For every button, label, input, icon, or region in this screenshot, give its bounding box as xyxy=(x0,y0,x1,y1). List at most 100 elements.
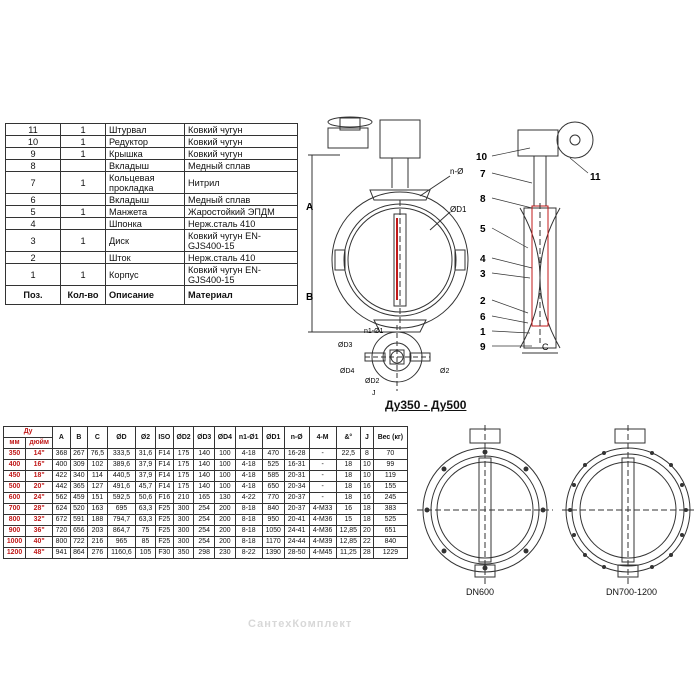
dims-cell: 333,5 xyxy=(106,448,137,460)
parts-cell-material: Ковкий чугун xyxy=(184,147,298,160)
dims-cell: 656 xyxy=(69,525,89,537)
dims-cell: 4-18 xyxy=(234,470,263,482)
dims-cell: 276 xyxy=(87,547,108,559)
handwheel-shape xyxy=(327,116,373,128)
dims-cell: 720 xyxy=(52,525,71,537)
dn600-label: DN600 xyxy=(466,587,495,597)
dims-cell: 8-18 xyxy=(234,503,263,515)
callout-5: 5 xyxy=(480,224,486,235)
dims-cell: 70 xyxy=(372,448,409,460)
dims-cell: 562 xyxy=(52,492,71,504)
dims-cell: 37,9 xyxy=(135,459,156,471)
dims-cell: 36" xyxy=(25,525,54,537)
dims-cell: 624 xyxy=(52,503,71,515)
dims-cell: 18 xyxy=(335,470,361,482)
dims-cell: 459 xyxy=(69,492,89,504)
dims-cell: 175 xyxy=(172,459,195,471)
dims-header-cell: C xyxy=(87,426,108,449)
callout-8: 8 xyxy=(480,194,486,205)
dims-cell: 75 xyxy=(135,525,156,537)
dims-cell: 24-44 xyxy=(283,536,310,548)
dims-cell: 900 xyxy=(2,525,27,537)
dims-cell: 309 xyxy=(69,459,89,471)
watermark-text: СантехКомплект xyxy=(248,618,353,630)
dims-cell: 20-41 xyxy=(283,514,310,526)
dims-cell: 20-31 xyxy=(283,470,310,482)
dims-cell: 24" xyxy=(25,492,54,504)
dims-cell: 491,6 xyxy=(106,481,137,493)
phi-d3-label: ØD3 xyxy=(338,342,353,349)
dims-cell: 20-37 xyxy=(283,503,310,515)
parts-cell-material: Нитрил xyxy=(184,171,298,194)
parts-cell-material: Ковкий чугун EN-GJS400-15 xyxy=(184,229,298,252)
dims-cell: 245 xyxy=(372,492,409,504)
bottom-flange-view: ØD3 ØD4 ØD2 n1-Ø1 Ø2 J xyxy=(338,325,449,397)
dims-cell: 16" xyxy=(25,459,54,471)
dims-cell: 18" xyxy=(25,470,54,482)
dims-cell: 63,3 xyxy=(135,503,156,515)
dims-cell: 175 xyxy=(172,470,195,482)
dims-cell: 12,85 xyxy=(335,525,361,537)
dims-cell: 695 xyxy=(106,503,137,515)
dims-cell: - xyxy=(308,492,337,504)
dims-cell: 45,7 xyxy=(135,481,156,493)
callout-4: 4 xyxy=(480,254,486,265)
parts-cell-qty xyxy=(60,159,106,172)
dims-cell: 200 xyxy=(214,525,236,537)
parts-cell-pos: 6 xyxy=(5,193,61,206)
dims-cell: 28-50 xyxy=(283,547,310,559)
dims-cell: 1390 xyxy=(261,547,285,559)
section-view-drawing: 10 7 8 5 4 3 2 6 1 9 11 C xyxy=(476,121,601,354)
dims-cell: 585 xyxy=(261,470,285,482)
dims-cell: F14 xyxy=(154,470,174,482)
dims-cell: F25 xyxy=(154,514,174,526)
dims-cell: 140 xyxy=(193,470,215,482)
dims-cell: 20-37 xyxy=(283,492,310,504)
dims-cell: F25 xyxy=(154,536,174,548)
parts-header-qty: Кол-во xyxy=(60,285,106,305)
drawing-caption: Ду350 - Ду500 xyxy=(385,398,467,412)
dims-cell: F25 xyxy=(154,503,174,515)
dims-cell: F14 xyxy=(154,448,174,460)
dims-cell: 350 xyxy=(172,547,195,559)
dims-cell: 12,85 xyxy=(335,536,361,548)
parts-cell-desc: Диск xyxy=(105,229,185,252)
dims-subheader-cell: дюйм xyxy=(25,437,54,449)
dims-cell: 140 xyxy=(193,448,215,460)
dim-c-label: C xyxy=(542,342,549,352)
dims-cell: 450 xyxy=(2,470,27,482)
dim-b-label: B xyxy=(306,292,313,303)
parts-cell-pos: 3 xyxy=(5,229,61,252)
dims-cell: 165 xyxy=(193,492,215,504)
dims-cell: 4-22 xyxy=(234,492,263,504)
dims-cell: 794,7 xyxy=(106,514,137,526)
dims-cell: 941 xyxy=(52,547,71,559)
dims-cell: 20" xyxy=(25,481,54,493)
dims-cell: 298 xyxy=(193,547,215,559)
dims-cell: 230 xyxy=(214,547,236,559)
dims-cell: 200 xyxy=(214,536,236,548)
dims-cell: 16-28 xyxy=(283,448,310,460)
parts-cell-material: Медный сплав xyxy=(184,159,298,172)
callout-11: 11 xyxy=(590,172,601,183)
dims-cell: - xyxy=(308,459,337,471)
parts-cell-pos: 1 xyxy=(5,263,61,286)
dims-cell: 100 xyxy=(214,448,236,460)
dims-cell: 130 xyxy=(214,492,236,504)
dims-cell: 15 xyxy=(335,514,361,526)
dims-cell: 840 xyxy=(261,503,285,515)
parts-cell-material: Медный сплав xyxy=(184,193,298,206)
dims-cell: 119 xyxy=(372,470,409,482)
parts-cell-qty xyxy=(60,251,106,264)
parts-cell-material: Нерж.сталь 410 xyxy=(184,251,298,264)
parts-cell-desc: Вкладыш xyxy=(105,159,185,172)
